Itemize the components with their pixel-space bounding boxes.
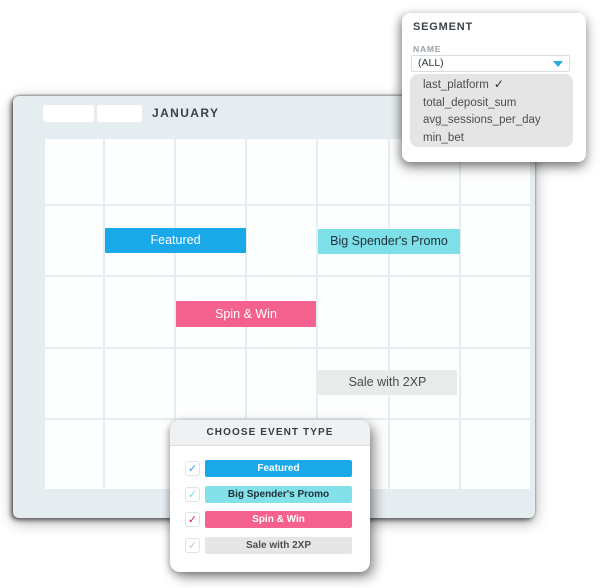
check-icon: ✓ [187,463,198,475]
calendar-cell[interactable] [105,419,175,489]
calendar-cell[interactable] [176,348,246,418]
segment-option-min-bet[interactable]: min_bet [423,131,464,144]
segment-option-last-platform[interactable]: last_platform✓ [423,77,504,91]
calendar-cell[interactable] [318,139,388,204]
event-type-bar-sale-with-2xp[interactable]: Sale with 2XP [205,536,352,554]
event-type-row-featured: ✓ Featured [185,460,370,477]
calendar-event-featured[interactable]: Featured [105,228,246,253]
event-type-row-sale-with-2xp: ✓ Sale with 2XP [185,536,370,554]
calendar-cell[interactable] [45,277,103,347]
segment-option-total-deposit-sum[interactable]: total_deposit_sum [423,96,517,109]
calendar-toolbar-button-2[interactable] [97,105,142,122]
calendar-cell[interactable] [45,139,103,204]
calendar-cell[interactable] [460,206,530,276]
calendar-cell[interactable] [460,277,530,347]
event-type-panel: CHOOSE EVENT TYPE ✓ Featured ✓ Big Spend… [170,420,370,572]
calendar-cell[interactable] [460,348,530,418]
calendar-cell[interactable] [176,139,246,204]
calendar-cell[interactable] [105,139,175,204]
checkbox-sale-with-2xp[interactable]: ✓ [185,537,200,553]
calendar-cell[interactable] [105,348,175,418]
segment-name-select[interactable]: (ALL) [411,55,570,72]
check-icon: ✓ [493,77,504,91]
check-icon: ✓ [187,488,198,501]
segment-panel: SEGMENT NAME (ALL) last_platform✓ total_… [402,13,586,162]
calendar-cell[interactable] [45,206,103,276]
event-type-bar-spin-and-win[interactable]: Spin & Win [205,511,352,528]
event-type-panel-title: CHOOSE EVENT TYPE [170,420,370,446]
chevron-down-icon[interactable] [553,61,563,67]
calendar-cell[interactable] [460,419,530,489]
segment-name-label: NAME [413,44,442,54]
calendar-event-sale-with-2xp[interactable]: Sale with 2XP [318,370,457,395]
check-icon: ✓ [187,514,198,526]
calendar-cell[interactable] [45,348,103,418]
calendar-panel: JANUARY Featured Big Spender's Promo Spi… [13,96,535,518]
calendar-cell[interactable] [389,277,459,347]
calendar-event-big-spenders-promo[interactable]: Big Spender's Promo [318,229,460,254]
event-type-row-big-spenders-promo: ✓ Big Spender's Promo [185,485,370,503]
calendar-cell[interactable] [45,419,103,489]
calendar-cell[interactable] [389,419,459,489]
event-type-list: ✓ Featured ✓ Big Spender's Promo ✓ Spin … [170,446,370,554]
check-icon: ✓ [187,539,198,552]
segment-option-avg-sessions-per-day[interactable]: avg_sessions_per_day [423,114,541,126]
event-type-bar-big-spenders-promo[interactable]: Big Spender's Promo [205,485,352,503]
calendar-event-spin-and-win[interactable]: Spin & Win [176,301,316,327]
calendar-cell[interactable] [247,348,317,418]
segment-select-value: (ALL) [418,57,444,69]
event-type-bar-featured[interactable]: Featured [205,460,352,477]
checkbox-big-spenders-promo[interactable]: ✓ [185,486,200,502]
calendar-toolbar-button-1[interactable] [43,105,94,122]
segment-panel-title: SEGMENT [413,21,473,33]
calendar-cell[interactable] [247,206,317,276]
segment-options-list: last_platform✓ total_deposit_sum avg_ses… [410,74,573,147]
calendar-cell[interactable] [105,277,175,347]
event-type-row-spin-and-win: ✓ Spin & Win [185,511,370,528]
month-title: JANUARY [152,106,220,120]
checkbox-featured[interactable]: ✓ [185,461,200,476]
checkbox-spin-and-win[interactable]: ✓ [185,512,200,527]
calendar-cell[interactable] [318,277,388,347]
calendar-cell[interactable] [247,139,317,204]
